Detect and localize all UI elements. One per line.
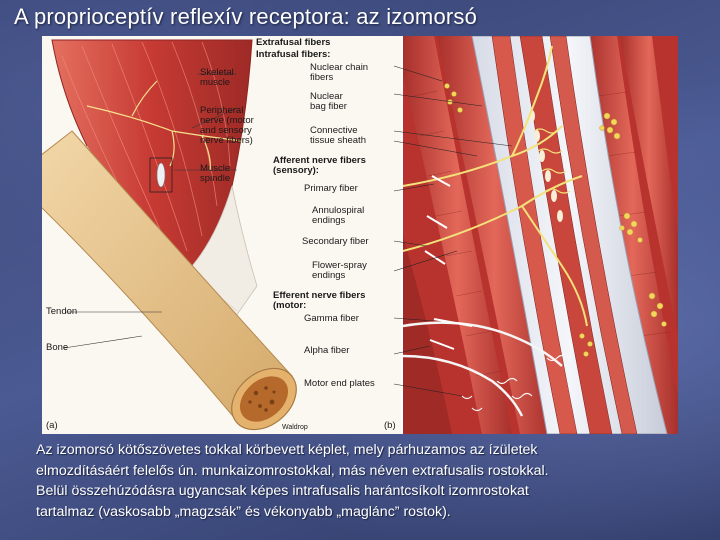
label-bone: Bone — [46, 342, 69, 353]
label-secondary-fiber: Secondary fiber — [302, 236, 369, 247]
label-efferent: Efferent nerve fibers (motor: — [273, 290, 366, 311]
slide-caption: Az izomorsó kötőszövetes tokkal körbevet… — [36, 440, 682, 536]
label-tendon: Tendon — [46, 306, 78, 317]
label-panel-b: (b) — [384, 420, 396, 431]
label-nuclear-bag: Nuclear bag fiber — [310, 91, 347, 112]
label-alpha-fiber: Alpha fiber — [304, 345, 350, 356]
panel-b-illustration — [393, 36, 678, 434]
label-afferent: Afferent nerve fibers (sensory): — [273, 155, 366, 176]
slide-title: A proprioceptív reflexív receptora: az i… — [14, 4, 478, 29]
caption-line: tartalmaz (vaskosabb „magzsák” és vékony… — [36, 503, 451, 520]
label-peripheral-nerve: Peripheral nerve (motor and sensory nerv… — [200, 105, 254, 146]
label-extrafusal: Extrafusal fibers — [256, 37, 331, 48]
label-motor-end-plates: Motor end plates — [304, 378, 375, 389]
label-credit: Waldrop — [282, 424, 308, 431]
caption-line: Az izomorsó kötőszövetes tokkal körbevet… — [36, 442, 538, 458]
panel-a-illustration — [42, 36, 403, 434]
muscle-spindle-figure: Skeletal muscle Peripheral nerve (motor … — [42, 36, 678, 434]
label-nuclear-chain: Nuclear chain fibers — [310, 62, 369, 83]
label-skeletal-muscle: Skeletal muscle — [200, 67, 234, 88]
caption-line: elmozdításáért felelős ún. munkaizomrost… — [36, 462, 549, 479]
label-flower-spray: Flower-spray endings — [312, 260, 367, 281]
label-annulospiral: Annulospiral endings — [312, 205, 365, 226]
label-intrafusal: Intrafusal fibers: — [256, 49, 331, 60]
caption-line: Belül összehúzódásra ugyancsak képes int… — [36, 483, 529, 499]
label-gamma-fiber: Gamma fiber — [304, 313, 359, 324]
label-muscle-spindle: Muscle spindle — [200, 163, 231, 184]
label-primary-fiber: Primary fiber — [304, 183, 358, 194]
label-panel-a: (a) — [46, 420, 58, 431]
figure-illustration — [42, 36, 678, 434]
label-connective-tissue: Connective tissue sheath — [310, 125, 366, 146]
